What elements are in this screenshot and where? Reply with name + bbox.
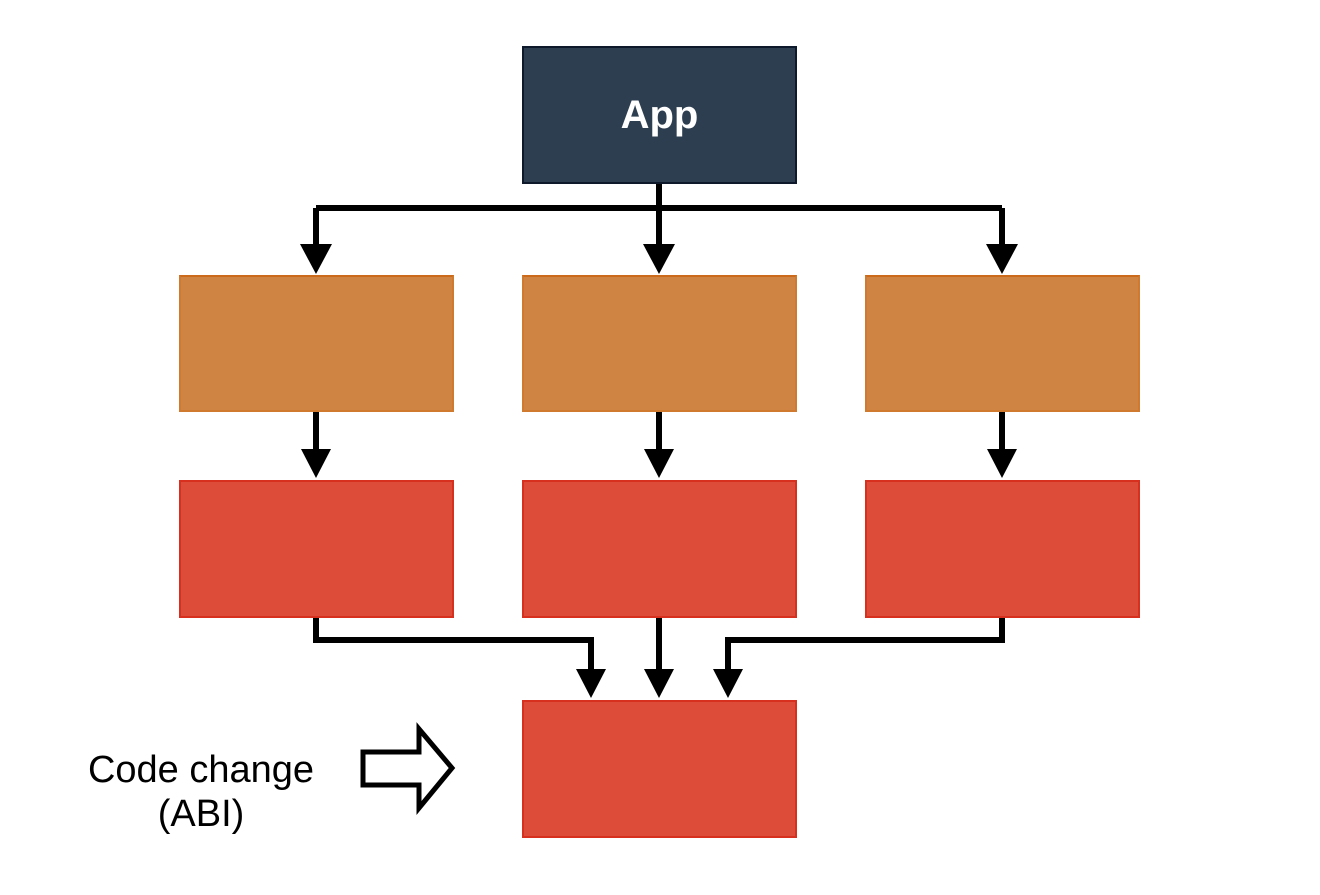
arrowhead-orange-2: [643, 244, 675, 274]
arrowhead-red-2: [644, 449, 674, 478]
arrow-red3-to-bottom: [725, 617, 1005, 672]
library-box-middle-2: [522, 275, 797, 412]
annotation-label: Code change (ABI): [56, 748, 346, 836]
arrowhead-red-1: [301, 449, 331, 478]
app-box: App: [522, 46, 797, 184]
library-box-middle-3: [865, 275, 1140, 412]
changed-library-box: [522, 700, 797, 838]
arrowhead-bottom-2: [644, 669, 674, 698]
arrowhead-bottom-1: [576, 669, 606, 698]
library-box-middle-1: [179, 275, 454, 412]
arrowhead-bottom-3: [713, 669, 743, 698]
library-box-lower-1: [179, 480, 454, 618]
app-connectors: [313, 184, 1005, 250]
annotation-line-1: Code change: [87, 749, 315, 791]
arrowhead-orange-1: [300, 244, 332, 274]
arrow-red1-to-bottom: [313, 617, 594, 672]
app-label: App: [620, 92, 699, 137]
hollow-right-arrow-icon: [360, 722, 456, 815]
library-box-lower-2: [522, 480, 797, 618]
library-box-lower-3: [865, 480, 1140, 618]
annotation-line-2: (ABI): [157, 793, 245, 835]
arrowhead-red-3: [987, 449, 1017, 478]
arrowhead-orange-3: [986, 244, 1018, 274]
